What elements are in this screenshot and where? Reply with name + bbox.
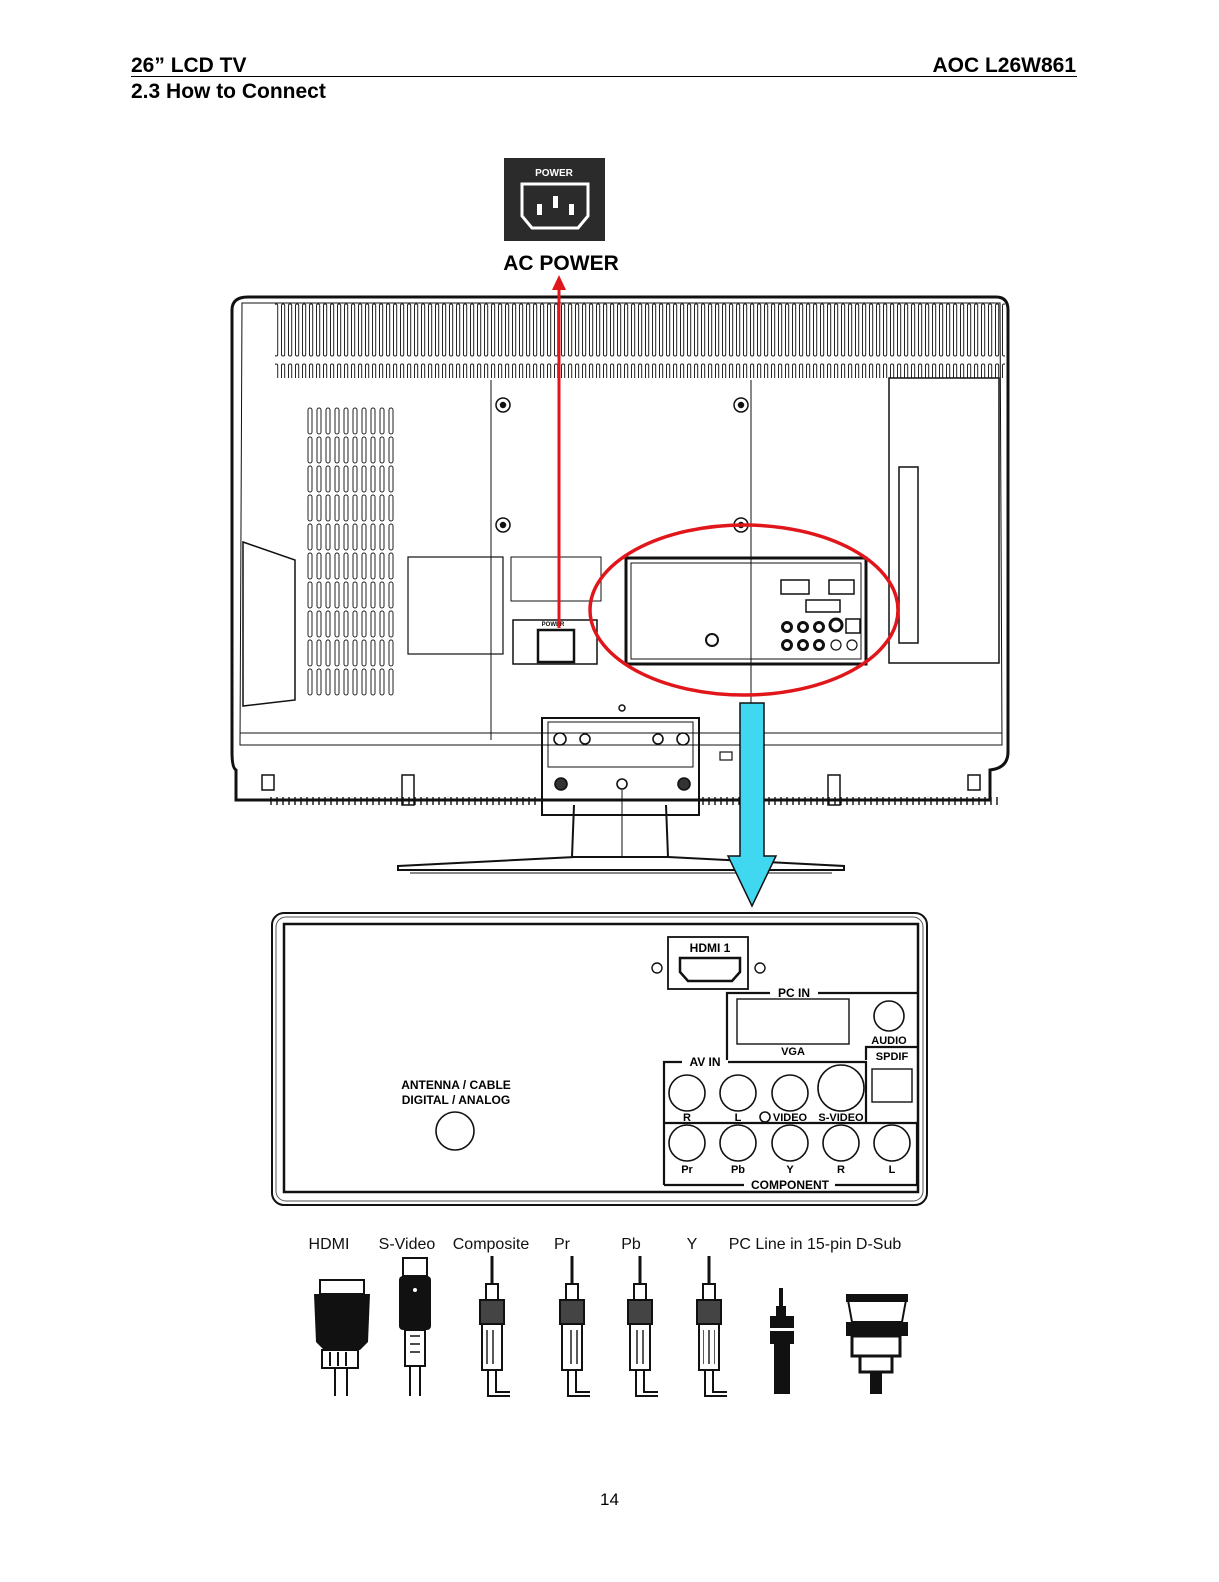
y-cable-icon: [697, 1256, 727, 1396]
av-label-s-video: S-VIDEO: [818, 1112, 864, 1124]
spdif-label: SPDIF: [876, 1051, 909, 1063]
io-panel-highlight: [590, 525, 898, 695]
audio-label: AUDIO: [871, 1035, 907, 1047]
d-sub-cable-icon: [846, 1294, 908, 1394]
cable-labels: HDMI S-Video Composite Pr Pb Y PC Line i…: [309, 1236, 902, 1253]
component-label-l: L: [889, 1164, 896, 1176]
vga-label: VGA: [781, 1046, 805, 1058]
component-pb-jack-icon: [720, 1125, 756, 1161]
component-label-r: R: [837, 1164, 845, 1176]
page-number: 14: [0, 1490, 1219, 1510]
pr-cable-icon: [560, 1256, 590, 1396]
cable-label-composite: Composite: [453, 1236, 530, 1253]
cable-label-pb: Pb: [621, 1236, 641, 1253]
cable-illustrations: [314, 1256, 908, 1396]
antenna-label-line2: DIGITAL / ANALOG: [402, 1093, 510, 1107]
component-l-jack-icon: [874, 1125, 910, 1161]
av-label-l: L: [735, 1112, 742, 1124]
s-video-jack-icon: [818, 1065, 864, 1111]
av-video-jack-icon: [772, 1075, 808, 1111]
component-r-jack-icon: [823, 1125, 859, 1161]
hdmi-cable-icon: [314, 1280, 370, 1396]
cable-label-hdmi: HDMI: [309, 1236, 350, 1253]
power-inset: POWER: [504, 158, 605, 241]
composite-cable-icon: [480, 1256, 510, 1396]
hdmi-port-label: HDMI 1: [690, 941, 731, 955]
s-video-cable-icon: [399, 1258, 431, 1396]
spdif-port-icon: [872, 1069, 912, 1102]
component-y-jack-icon: [772, 1125, 808, 1161]
cable-label-y: Y: [687, 1236, 698, 1253]
component-pr-jack-icon: [669, 1125, 705, 1161]
av-label-r: R: [683, 1112, 691, 1124]
pc-in-label: PC IN: [778, 986, 810, 1000]
component-label-y: Y: [786, 1164, 794, 1176]
av-l-jack-icon: [720, 1075, 756, 1111]
antenna-jack-icon: [436, 1112, 474, 1150]
pb-cable-icon: [628, 1256, 658, 1396]
pc-line-in-cable-icon: [770, 1288, 794, 1394]
av-label-video: VIDEO: [773, 1112, 808, 1124]
component-label: COMPONENT: [751, 1178, 830, 1192]
power-inset-label: POWER: [535, 168, 574, 179]
audio-jack-icon: [874, 1001, 904, 1031]
io-panel-zoom: HDMI 1 PC IN VGA AUDIO SPDIF AV IN R L V…: [272, 913, 927, 1205]
cable-label-s-video: S-Video: [379, 1236, 436, 1253]
vga-port-icon: [737, 999, 849, 1044]
cable-label-pr: Pr: [554, 1236, 571, 1253]
hdmi-port-icon: [680, 958, 740, 981]
ac-power-caption: AC POWER: [503, 252, 619, 275]
component-label-pr: Pr: [681, 1164, 693, 1176]
back-power-label: POWER: [542, 622, 565, 628]
av-in-label: AV IN: [689, 1055, 720, 1069]
antenna-label-line1: ANTENNA / CABLE: [401, 1078, 511, 1092]
component-label-pb: Pb: [731, 1164, 745, 1176]
av-r-jack-icon: [669, 1075, 705, 1111]
cable-label-dsub: PC Line in 15-pin D-Sub: [729, 1236, 902, 1253]
